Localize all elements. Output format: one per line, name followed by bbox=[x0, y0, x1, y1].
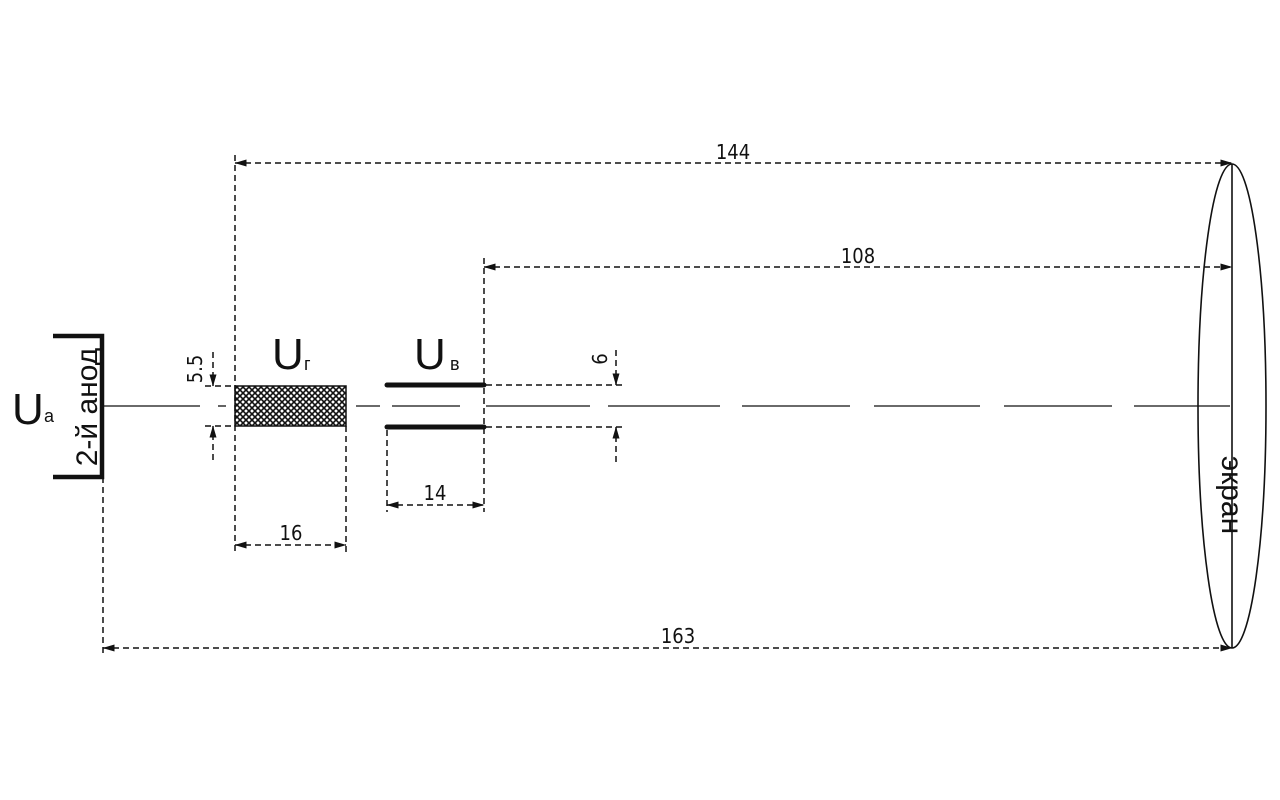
dim-label-16: 16 bbox=[280, 521, 303, 545]
h-plates-subscript: г bbox=[304, 354, 311, 374]
anode-name: 2-й анод bbox=[71, 348, 104, 467]
second-anode bbox=[53, 333, 105, 480]
dim-label-14: 14 bbox=[424, 481, 447, 505]
screen-label: экран bbox=[1215, 456, 1248, 534]
anode-symbol: U bbox=[12, 385, 44, 434]
v-plates-subscript: в bbox=[450, 354, 460, 374]
dim-label-144: 144 bbox=[716, 140, 750, 164]
dim-label-108: 108 bbox=[841, 244, 875, 268]
h-plates-symbol: U bbox=[272, 330, 304, 379]
horizontal-deflection-plates bbox=[234, 385, 347, 427]
dim-label-163: 163 bbox=[661, 624, 695, 648]
dim-label-5-5: 5.5 bbox=[183, 355, 207, 384]
dim-label-6: 6 bbox=[588, 353, 612, 364]
v-plates-symbol: U bbox=[414, 330, 446, 379]
vertical-deflection-plates bbox=[384, 382, 487, 430]
anode-subscript: а bbox=[44, 406, 55, 426]
